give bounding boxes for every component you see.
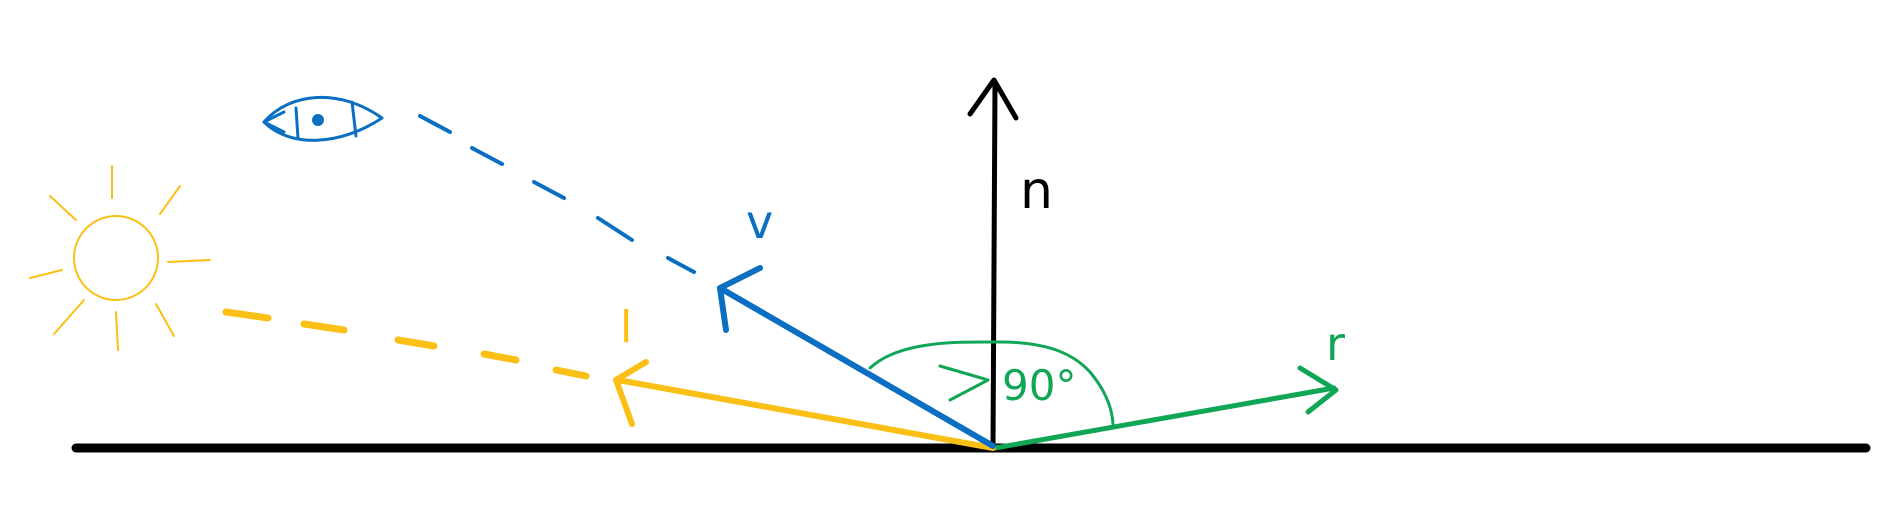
view-vector <box>717 265 996 449</box>
light-label: l <box>620 302 632 353</box>
normal-vector <box>967 77 1019 449</box>
normal-label: n <box>1020 161 1053 221</box>
light-vector <box>222 308 996 451</box>
reflection-label: r <box>1326 317 1345 371</box>
view-dashes <box>418 114 696 274</box>
view-label: v <box>746 195 773 249</box>
reflection-vector <box>992 365 1339 451</box>
sun-icon <box>29 165 211 351</box>
angle-label: 90° <box>1002 361 1076 410</box>
angle-arc <box>868 340 1115 426</box>
eye-icon <box>262 96 384 142</box>
